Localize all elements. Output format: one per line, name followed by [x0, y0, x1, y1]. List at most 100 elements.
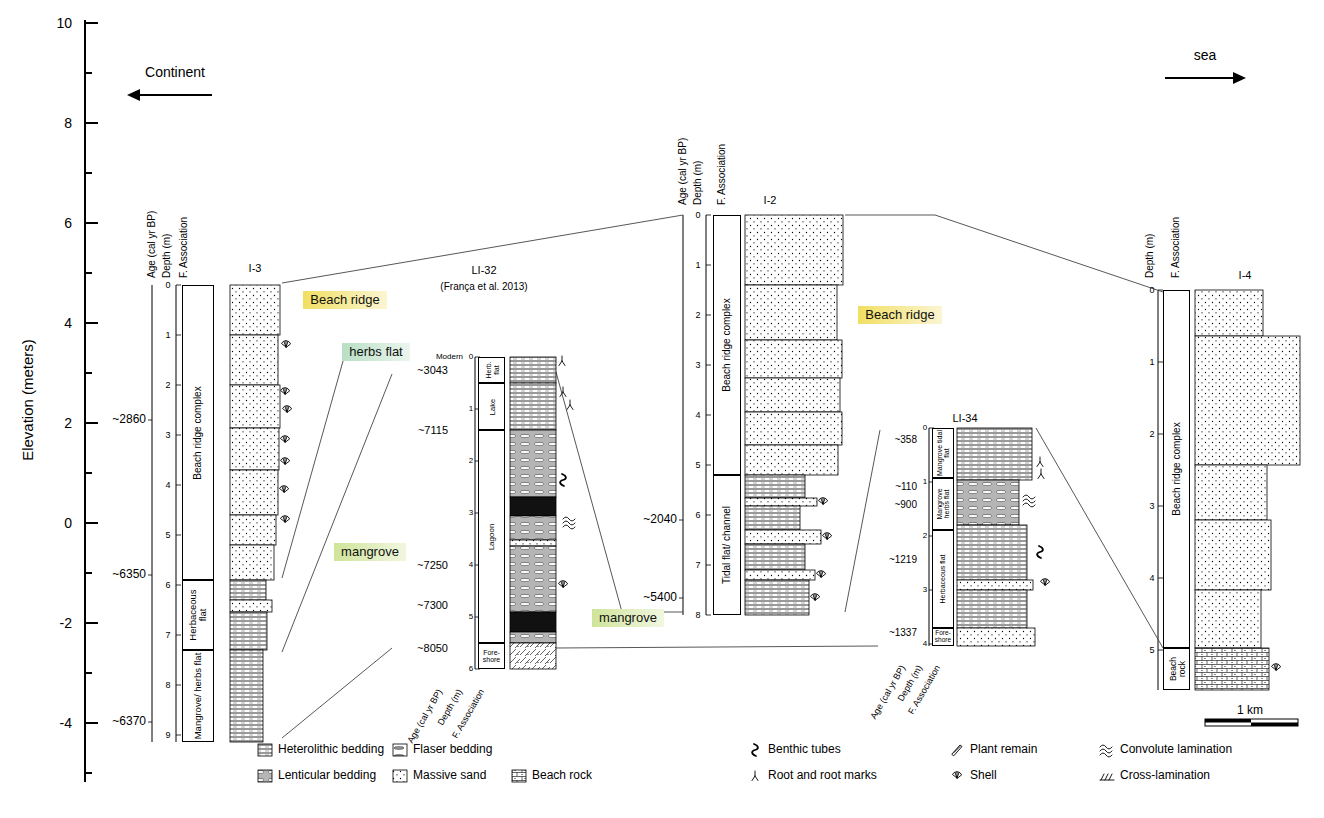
depth-tick: [176, 385, 181, 386]
facies-cell: Beach ridge complex: [1163, 290, 1190, 648]
sediment-bed: [745, 498, 817, 506]
sediment-bed: [510, 546, 556, 612]
pattern-swatch: [512, 770, 526, 782]
facies-name: Beach ridge: [310, 293, 379, 308]
legend-swatch: [752, 744, 758, 756]
depth-number: 2: [923, 531, 927, 540]
shell-symbol: [823, 533, 832, 539]
depth-number: 1: [1149, 357, 1154, 367]
depth-number: 6: [165, 580, 170, 590]
sediment-bed: [510, 516, 556, 540]
shell-symbol: [281, 388, 290, 394]
arrow-head: [127, 89, 140, 101]
depth-number: 6: [695, 510, 700, 520]
text-frame: Beach ridge complex: [714, 217, 740, 473]
arrow-shaft: [136, 94, 212, 96]
depth-number: 9: [165, 730, 170, 740]
depth-number: 1: [469, 404, 473, 413]
facies-cell: Tidal flat/ channel: [713, 475, 741, 615]
depth-number: 4: [469, 560, 473, 569]
depth-number: 1: [165, 330, 170, 340]
legend-swatch: [512, 770, 526, 782]
shell-symbol: [283, 406, 292, 412]
correlation-lines: [282, 215, 1163, 738]
depth-tick: [176, 535, 181, 536]
depth-number: 0: [165, 280, 170, 290]
sediment-bed: [745, 445, 838, 475]
facies-cell: Beach rock: [1163, 648, 1190, 690]
text-frame: Herb. flat: [479, 359, 504, 381]
facies-cell: Herb. flat: [478, 357, 505, 383]
sediment-bed: [230, 612, 267, 650]
arrow-shaft: [1165, 77, 1236, 79]
facies-name: Beach rock: [1168, 650, 1186, 688]
column-header: Age (cal yr BP): [146, 211, 158, 278]
age-label: ~7115: [418, 424, 448, 437]
depth-number: 3: [923, 585, 927, 594]
legend-swatch: [752, 771, 758, 781]
legend-text: Shell: [970, 769, 997, 783]
depth-tick: [706, 415, 711, 416]
facies-name: herbs flat: [349, 345, 402, 360]
legend-text: Convolute lamination: [1120, 743, 1232, 757]
sediment-bed: [230, 385, 280, 428]
age-label: ~1219: [889, 554, 917, 566]
facies-cell: Beach ridge complex: [182, 285, 214, 580]
direction-label: Continent: [145, 64, 205, 80]
plant-symbol: [952, 745, 962, 756]
sediment-bed: [230, 515, 276, 545]
axis-line: [84, 20, 86, 782]
depth-number: 3: [695, 360, 700, 370]
depth-number: 1: [923, 477, 927, 486]
column-header: Age (cal yr BP): [677, 138, 689, 205]
elevation-axis: [85, 20, 98, 782]
depth-number: 3: [1149, 501, 1154, 511]
sediment-bed: [1195, 290, 1263, 336]
text-frame: Herbaceous flat: [933, 532, 953, 626]
correlation-line: [282, 648, 392, 738]
sediment-bed: [510, 383, 556, 430]
root-symbol: [559, 356, 565, 366]
age-tick: [679, 520, 683, 521]
facies-tag: mangrove: [334, 543, 406, 562]
facies-cell: Mangrove/ herbs flat: [182, 650, 214, 742]
log-axis-line: [176, 285, 177, 742]
facies-cell: Mangrove herbs flat: [932, 478, 954, 530]
direction-label: sea: [1194, 47, 1217, 63]
axis-tick: [85, 122, 98, 124]
tube-symbol: [1037, 546, 1043, 558]
facies-tag: herbs flat: [342, 343, 409, 362]
log-axis-line: [683, 215, 684, 615]
root-symbol: [1037, 457, 1043, 467]
shell-symbol: [281, 458, 290, 464]
legend-swatch: [258, 770, 272, 782]
depth-tick: [176, 585, 181, 586]
root-symbol: [560, 387, 566, 397]
legend-text: Benthic tubes: [768, 743, 841, 757]
age-label: ~7300: [417, 599, 448, 612]
elevation-tick-label: 2: [64, 415, 72, 431]
scale-bar: [1205, 719, 1298, 726]
depth-number: 2: [165, 380, 170, 390]
pattern-swatch: [258, 770, 272, 782]
axis-tick: [85, 72, 92, 74]
legend-text: Cross-lamination: [1120, 769, 1210, 783]
depth-tick: [706, 265, 711, 266]
facies-name: Herbaceous flat: [188, 582, 208, 648]
sediment-bed: [510, 643, 556, 669]
sediment-bed: [510, 357, 556, 383]
sediment-bed: [745, 530, 821, 544]
axis-tick: [85, 472, 92, 474]
root-symbol: [1038, 469, 1044, 479]
sediment-bed: [957, 525, 1027, 580]
root-symbol: [752, 771, 758, 781]
depth-tick: [706, 515, 711, 516]
age-label: ~2860: [112, 413, 146, 427]
text-frame: Beach ridge complex: [183, 287, 213, 578]
facies-tag: Beach ridge: [303, 291, 386, 310]
legend-text: Plant remain: [970, 743, 1037, 757]
axis-tick: [85, 722, 98, 724]
facies-cell: Herbaceous flat: [932, 530, 954, 628]
text-frame: Beach rock: [1164, 650, 1189, 688]
